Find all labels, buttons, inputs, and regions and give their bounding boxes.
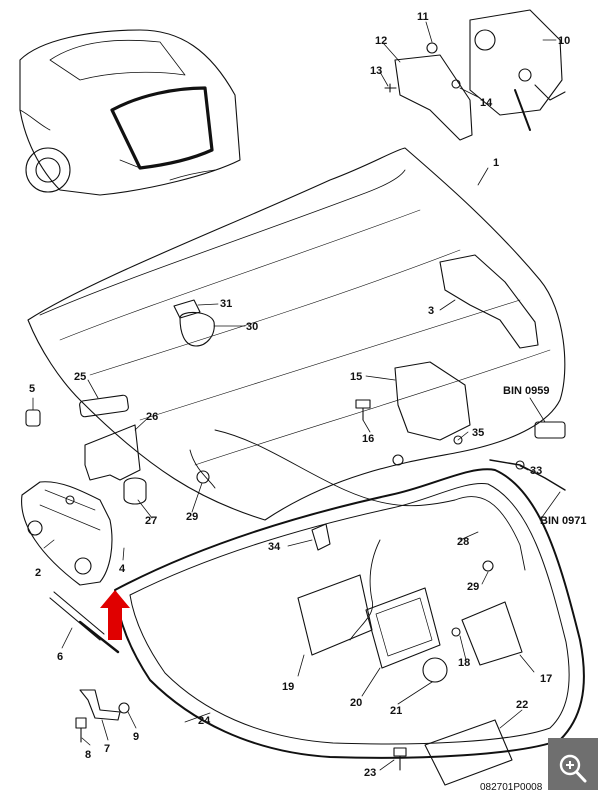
actuator-motor xyxy=(469,9,566,131)
cable-bin0971 xyxy=(489,459,566,491)
part-label-12: 12 xyxy=(375,35,387,47)
screw-13 xyxy=(384,83,397,93)
red-arrow xyxy=(100,590,130,640)
mounting-bracket xyxy=(394,54,473,141)
zoom-in-icon xyxy=(559,754,587,782)
part-label-19: 19 xyxy=(282,681,294,693)
part-label-5: 5 xyxy=(29,383,35,395)
ref-label-bin0959: BIN 0959 xyxy=(503,385,549,397)
part-label-6: 6 xyxy=(57,651,63,663)
part-label-21: 21 xyxy=(390,705,402,717)
part-label-18: 18 xyxy=(458,657,470,669)
grommet xyxy=(123,477,147,505)
part-label-7: 7 xyxy=(104,743,110,755)
part-label-1: 1 xyxy=(493,157,499,169)
leader-lines xyxy=(32,21,561,771)
part-label-20: 20 xyxy=(350,697,362,709)
trim-panel-inner xyxy=(375,597,433,657)
cable-clip xyxy=(179,311,215,347)
release-cable-clip xyxy=(189,449,216,489)
part-label-9: 9 xyxy=(133,731,139,743)
plate-lamp-housing xyxy=(297,574,373,656)
clip-cap xyxy=(173,299,201,319)
zoom-button[interactable] xyxy=(548,738,598,790)
hinge-assembly xyxy=(21,481,113,586)
boot-lid-outline xyxy=(27,147,566,521)
bolt-8 xyxy=(75,717,87,743)
clip-14 xyxy=(451,79,461,89)
car-thumbnail xyxy=(19,29,241,196)
part-label-34: 34 xyxy=(268,541,281,553)
part-label-13: 13 xyxy=(370,65,382,77)
clip-16b xyxy=(392,454,404,466)
hinge-pad xyxy=(79,394,129,418)
release-cable xyxy=(214,429,526,571)
part-label-31: 31 xyxy=(220,298,232,310)
part-label-29a: 29 xyxy=(186,511,198,523)
gas-strut xyxy=(49,591,120,654)
lock-barrel xyxy=(311,523,331,551)
badge xyxy=(422,657,448,683)
switch-bin0959 xyxy=(534,421,566,439)
bracket-7 xyxy=(79,689,121,721)
lid-hinge xyxy=(439,254,539,349)
bolt-16 xyxy=(355,399,371,421)
wiring-harness xyxy=(349,539,381,641)
clip-18 xyxy=(451,627,461,637)
part-label-25: 25 xyxy=(74,371,86,383)
part-label-17: 17 xyxy=(540,673,552,685)
cap xyxy=(25,409,41,427)
grommet-29a xyxy=(196,470,210,484)
boot-seal xyxy=(114,468,585,759)
connector-33 xyxy=(515,460,525,470)
hinge-bracket xyxy=(84,424,141,481)
part-label-27: 27 xyxy=(145,515,157,527)
part-label-4: 4 xyxy=(119,563,126,575)
lamp-bracket xyxy=(461,601,523,666)
trim-panel xyxy=(365,587,441,669)
part-label-2: 2 xyxy=(35,567,41,579)
part-label-23: 23 xyxy=(364,767,376,779)
part-label-11: 11 xyxy=(417,11,429,23)
part-label-29b: 29 xyxy=(467,581,479,593)
part-label-33: 33 xyxy=(530,465,542,477)
bushing-11 xyxy=(426,42,438,54)
part-label-14: 14 xyxy=(480,97,493,109)
ref-label-bin0971: BIN 0971 xyxy=(540,515,586,527)
part-label-28: 28 xyxy=(457,536,469,548)
drawing-number: 082701P0008 xyxy=(480,782,543,793)
part-label-35: 35 xyxy=(472,427,484,439)
part-label-15: 15 xyxy=(350,371,362,383)
part-label-16: 16 xyxy=(362,433,374,445)
grommet-35 xyxy=(453,435,463,445)
control-module xyxy=(424,719,513,786)
part-label-3: 3 xyxy=(428,305,434,317)
part-label-10: 10 xyxy=(558,35,570,47)
part-label-8: 8 xyxy=(85,749,91,761)
part-label-30: 30 xyxy=(246,321,258,333)
part-label-24: 24 xyxy=(198,715,211,727)
grommet-29b xyxy=(482,560,494,572)
bolt-23 xyxy=(393,747,407,771)
nut-9 xyxy=(118,702,130,714)
part-label-22: 22 xyxy=(516,699,528,711)
part-label-26: 26 xyxy=(146,411,158,423)
boot-latch xyxy=(394,361,471,441)
